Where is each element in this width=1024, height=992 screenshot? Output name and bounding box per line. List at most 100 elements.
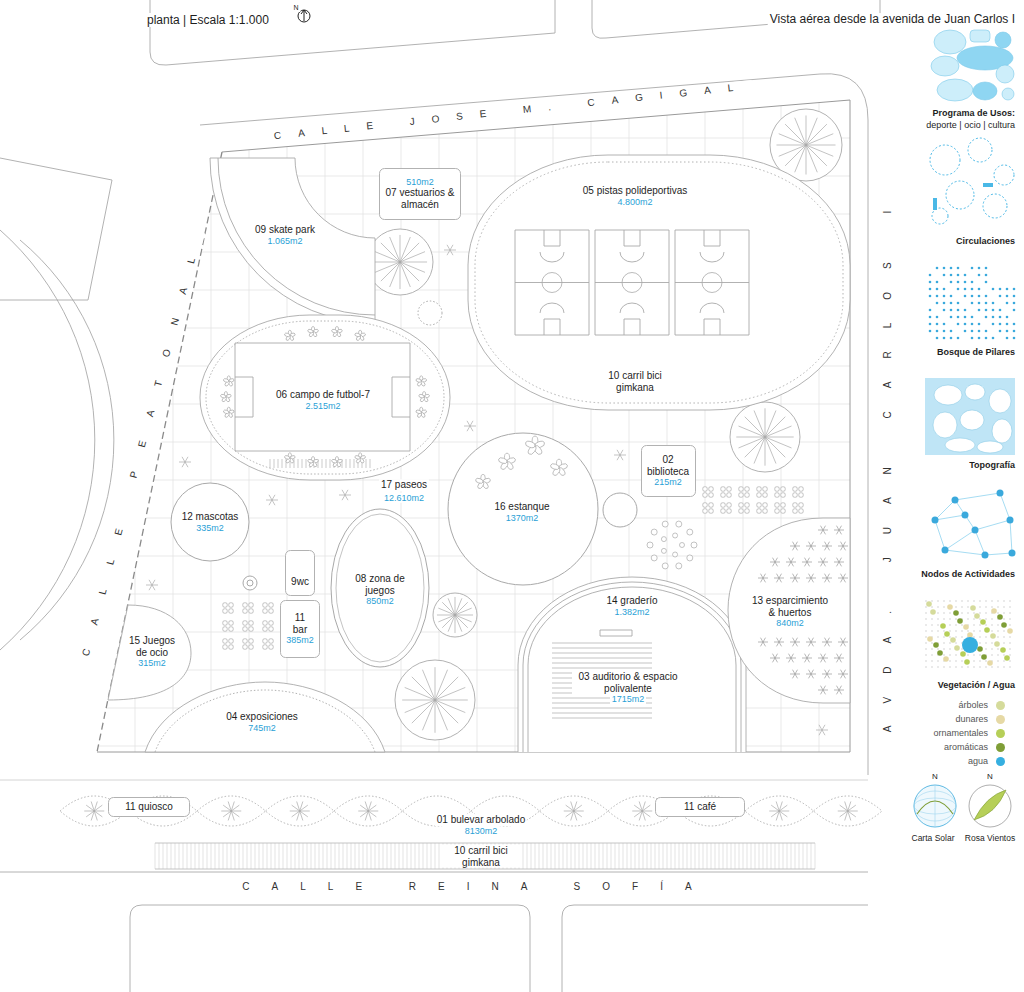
plant-symbol xyxy=(437,597,473,633)
hatch-line xyxy=(555,843,556,869)
planter xyxy=(763,509,767,513)
hatch-line xyxy=(707,843,708,869)
vegetation-grid-dot xyxy=(979,624,980,625)
plant-stroke xyxy=(827,670,830,674)
planter xyxy=(223,609,227,613)
plant-stroke xyxy=(837,558,840,562)
pillar-dot xyxy=(950,309,953,312)
shrub xyxy=(687,555,693,561)
panel-caption: Programa de Usos: xyxy=(930,108,1017,118)
games-area: 15 Juegos de ocio315m2 xyxy=(106,605,191,700)
vegetation-dot xyxy=(974,613,980,619)
plant-stroke xyxy=(841,670,844,674)
plant-stroke xyxy=(790,642,795,643)
hatch-line xyxy=(571,843,572,869)
hatch-line xyxy=(687,843,688,869)
plant-stroke xyxy=(422,670,435,700)
plant-stroke xyxy=(223,811,231,817)
seat-row xyxy=(552,708,652,709)
hatch-line xyxy=(327,843,328,869)
plant-stroke xyxy=(272,500,275,505)
plant-stroke xyxy=(793,642,796,646)
topography-mound xyxy=(933,412,957,438)
vegetation-grid-dot xyxy=(925,612,926,613)
plant-stroke xyxy=(221,811,231,812)
plant-stroke xyxy=(765,408,766,437)
vegetation-grid-dot xyxy=(925,642,926,643)
plant-symbol xyxy=(834,654,844,663)
plant-stroke xyxy=(444,250,450,251)
plant-stroke xyxy=(345,495,348,500)
vegetation-grid-dot xyxy=(991,624,992,625)
activity-node xyxy=(1007,517,1014,524)
plant-stroke xyxy=(822,546,827,547)
plant-stroke xyxy=(827,574,830,578)
vegetation-dot xyxy=(954,645,960,651)
vegetation-grid-dot xyxy=(979,600,980,601)
program-name: 17 paseos xyxy=(379,479,429,491)
legend-text: árboles xyxy=(956,700,990,710)
hatch-line xyxy=(579,843,580,869)
plant-stroke xyxy=(228,801,231,811)
plant-stroke xyxy=(827,546,832,547)
flower-symbol xyxy=(307,326,318,337)
hatch-line xyxy=(551,843,552,869)
plant-stroke xyxy=(827,642,832,643)
pillar-dot xyxy=(971,281,974,284)
planter xyxy=(249,627,253,631)
pillar-dot xyxy=(992,316,995,319)
panel-caption: Bosque de Pilares xyxy=(935,347,1017,357)
plant-stroke xyxy=(843,674,846,678)
pillar-dot xyxy=(978,274,981,277)
plant-stroke xyxy=(774,642,779,643)
vegetation-grid-dot xyxy=(991,618,992,619)
vegetation-grid-dot xyxy=(991,642,992,643)
hatch-line xyxy=(639,843,640,869)
hatch-line xyxy=(199,843,200,869)
building-box: 11 bar385m2 xyxy=(280,600,320,658)
vegetation-grid-dot xyxy=(931,654,932,655)
seat-row xyxy=(552,713,652,714)
vegetation-grid-dot xyxy=(973,612,974,613)
field-outline xyxy=(200,315,450,480)
hatch-line xyxy=(255,843,256,869)
flower-symbol xyxy=(223,376,234,387)
plant-stroke xyxy=(564,811,574,812)
vegetation-grid-dot xyxy=(931,642,932,643)
label-group: 02 biblioteca215m2 xyxy=(645,454,691,487)
pillar-dot xyxy=(1006,288,1009,291)
pillar-dot xyxy=(985,316,988,319)
plant-stroke xyxy=(620,450,623,455)
label-group: 11 café xyxy=(682,801,718,813)
plant-stroke xyxy=(823,530,826,534)
hatch-line xyxy=(415,843,416,869)
plant-stroke xyxy=(345,490,348,495)
hatch-line xyxy=(215,843,216,869)
planter xyxy=(763,487,767,491)
vegetation-grid-dot xyxy=(961,630,962,631)
planter xyxy=(757,503,761,507)
vegetation-dot xyxy=(1004,655,1010,661)
plant-stroke xyxy=(843,546,846,550)
seat-row xyxy=(552,718,652,719)
plant-stroke xyxy=(825,542,828,546)
vegetation-grid-dot xyxy=(925,600,926,601)
pillar-dot xyxy=(971,316,974,319)
vegetation-grid-dot xyxy=(973,666,974,667)
pillar-dot xyxy=(1013,323,1016,326)
vegetation-grid-dot xyxy=(961,612,962,613)
vegetation-grid-dot xyxy=(949,600,950,601)
vegetation-dot xyxy=(933,642,939,648)
hatch-line xyxy=(759,843,760,869)
fountain xyxy=(243,576,257,590)
pillar-dot xyxy=(936,316,939,319)
petal xyxy=(223,409,229,414)
vegetation-grid-dot xyxy=(985,666,986,667)
hatch-line xyxy=(659,843,660,869)
program-name: 07 vestuarios & almacén xyxy=(383,188,457,211)
plant-symbol xyxy=(736,408,793,465)
tree-canopy xyxy=(395,660,475,740)
plant-stroke xyxy=(811,574,814,578)
planter xyxy=(745,487,749,491)
grid-line xyxy=(97,95,98,752)
